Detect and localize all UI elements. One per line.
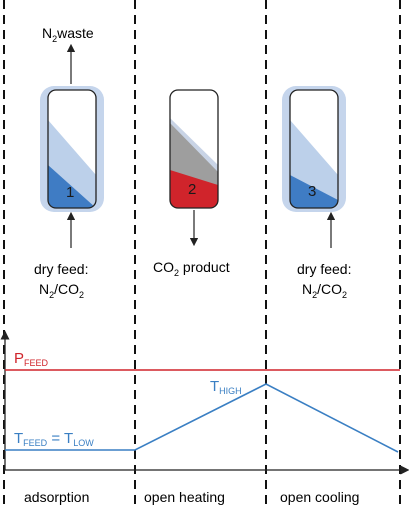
feed-composition-label: N2/CO2	[302, 281, 347, 300]
t-feed-t-low-label: TFEED = TLOW	[14, 430, 94, 448]
column-number: 1	[66, 184, 74, 201]
column-adsorption: N2waste 1 dry feed: N2/CO2	[34, 25, 104, 300]
step-label-adsorption: adsorption	[24, 489, 89, 505]
t-high-label: THIGH	[210, 378, 242, 396]
column-number: 3	[308, 183, 316, 200]
adsorber-column-3	[289, 89, 339, 209]
column-1-bed	[48, 90, 96, 208]
pressure-temperature-graph: PFEED THIGH TFEED = TLOW	[0, 330, 409, 475]
p-feed-label: PFEED	[14, 350, 49, 368]
temperature-profile-line	[5, 383, 399, 453]
adsorber-column-2	[169, 89, 219, 209]
step-label-open-heating: open heating	[144, 489, 225, 505]
n2-waste-label: N2waste	[42, 25, 94, 44]
column-open-heating: 2 CO2 product	[153, 89, 230, 278]
column-number: 2	[188, 181, 196, 198]
step-label-open-cooling: open cooling	[280, 489, 359, 505]
co2-product-label: CO2 product	[153, 259, 230, 278]
column-3-bed	[290, 90, 338, 208]
feed-composition-label: N2/CO2	[39, 281, 84, 300]
column-2-bed	[170, 90, 218, 208]
column-open-cooling: 3 dry feed: N2/CO2	[282, 86, 351, 300]
dry-feed-label: dry feed:	[297, 261, 351, 277]
dry-feed-label: dry feed:	[34, 261, 88, 277]
adsorber-column-1	[47, 89, 97, 209]
